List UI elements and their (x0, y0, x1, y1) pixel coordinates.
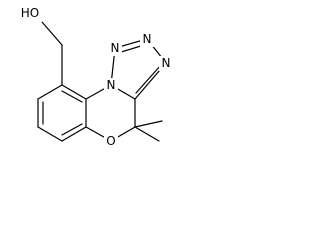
tetrazole-n1-label: N (104, 78, 118, 93)
tetrazole-n2-text: N (111, 41, 120, 55)
hydroxyl-text: HO (21, 6, 39, 20)
bond-c12-c13 (61, 126, 87, 142)
molecule-structure: HO O N N N N (16, 6, 173, 149)
ring-oxygen-text: O (106, 134, 115, 148)
tetrazole-n4-label: N (159, 56, 173, 71)
tetrazole-n1-text: N (107, 78, 116, 92)
bond-c11-c12 (37, 126, 63, 142)
hydroxyl-label: HO (16, 6, 42, 22)
tetrazole-n3-label: N (140, 32, 154, 47)
bond-c12-c13-inner (61, 123, 83, 136)
tetrazole-n3-text: N (143, 32, 152, 46)
benzene-ring (37, 84, 87, 142)
atom-labels: HO O N N N N (16, 6, 173, 149)
bond-methyl-a (134, 126, 160, 142)
bond-n2-n3-inner (117, 44, 145, 54)
tetrazole-n2-label: N (108, 41, 122, 56)
bond-c14-c9 (61, 84, 87, 100)
gem-dimethyl (134, 120, 163, 142)
oxazine-ring (85, 84, 136, 142)
bond-ch2-oh (41, 21, 63, 46)
bond-n4-c4-inner (135, 64, 162, 94)
ring-oxygen-label: O (104, 134, 118, 149)
bond-c9-c10 (37, 84, 63, 100)
tetrazole-n4-text: N (162, 56, 171, 70)
bond-c14-c9-inner (61, 90, 83, 103)
bond-methyl-b (134, 120, 163, 128)
hydroxymethyl-group (41, 21, 63, 86)
